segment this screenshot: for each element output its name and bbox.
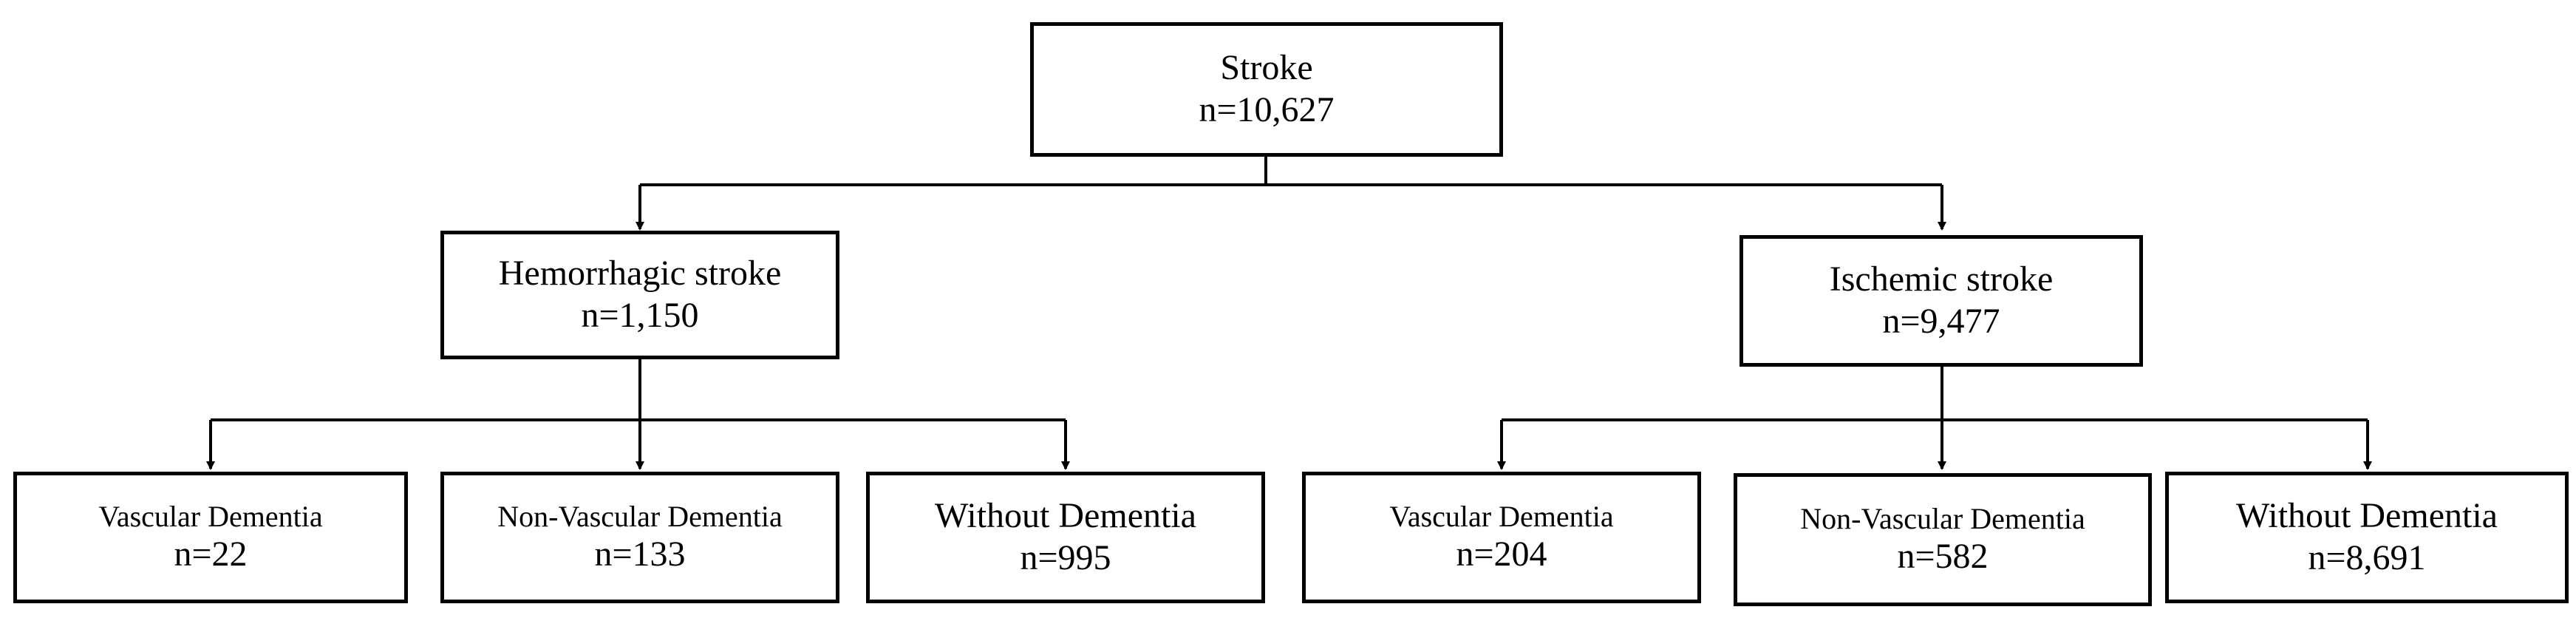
hem-nonvascular-label: Non-Vascular Dementia — [497, 500, 783, 534]
root-count: n=10,627 — [1199, 90, 1335, 129]
hem-vascular-node: Vascular Dementia n=22 — [13, 472, 408, 603]
isc-vascular-label: Vascular Dementia — [1389, 500, 1614, 534]
isc-without-label: Without Dementia — [2236, 496, 2498, 536]
hemorrhagic-count: n=1,150 — [581, 296, 699, 335]
isc-nonvascular-count: n=582 — [1897, 537, 1989, 577]
root-label: Stroke — [1220, 48, 1313, 88]
isc-vascular-node: Vascular Dementia n=204 — [1302, 472, 1701, 603]
hemorrhagic-node: Hemorrhagic stroke n=1,150 — [440, 231, 839, 359]
hem-vascular-count: n=22 — [174, 535, 248, 574]
hemorrhagic-label: Hemorrhagic stroke — [498, 254, 782, 293]
hem-vascular-label: Vascular Dementia — [98, 500, 323, 534]
isc-vascular-count: n=204 — [1456, 535, 1547, 574]
isc-without-node: Without Dementia n=8,691 — [2165, 472, 2569, 603]
ischemic-node: Ischemic stroke n=9,477 — [1740, 235, 2143, 367]
ischemic-label: Ischemic stroke — [1829, 259, 2054, 299]
isc-nonvascular-label: Non-Vascular Dementia — [1800, 502, 2085, 536]
hem-nonvascular-node: Non-Vascular Dementia n=133 — [440, 472, 839, 603]
hem-without-label: Without Dementia — [935, 496, 1196, 536]
root-node: Stroke n=10,627 — [1030, 22, 1503, 157]
ischemic-count: n=9,477 — [1882, 302, 2000, 341]
isc-nonvascular-node: Non-Vascular Dementia n=582 — [1734, 473, 2152, 606]
isc-without-count: n=8,691 — [2308, 538, 2426, 577]
hem-nonvascular-count: n=133 — [594, 535, 686, 574]
hem-without-count: n=995 — [1020, 538, 1111, 577]
hem-without-node: Without Dementia n=995 — [866, 472, 1265, 603]
